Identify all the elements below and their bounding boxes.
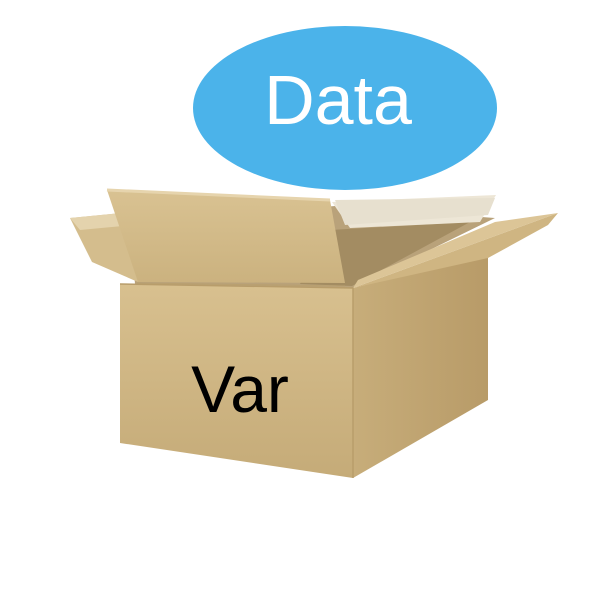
data-bubble-label: Data [264, 61, 412, 139]
data-bubble-shape [193, 26, 497, 190]
box-front-edge [119, 283, 354, 478]
box-seam [136, 282, 346, 287]
box-label: Var [191, 352, 289, 426]
cardboard-box-icon: Var [70, 188, 558, 478]
box-back-left-flap-edge [106, 188, 331, 202]
box-right-face [353, 255, 488, 478]
box-back-right-flap [335, 198, 495, 225]
box-front-face [120, 284, 353, 478]
data-bubble: Data [193, 26, 497, 190]
box-right-flap-top [353, 213, 558, 288]
box-back-left-flap [107, 190, 345, 283]
